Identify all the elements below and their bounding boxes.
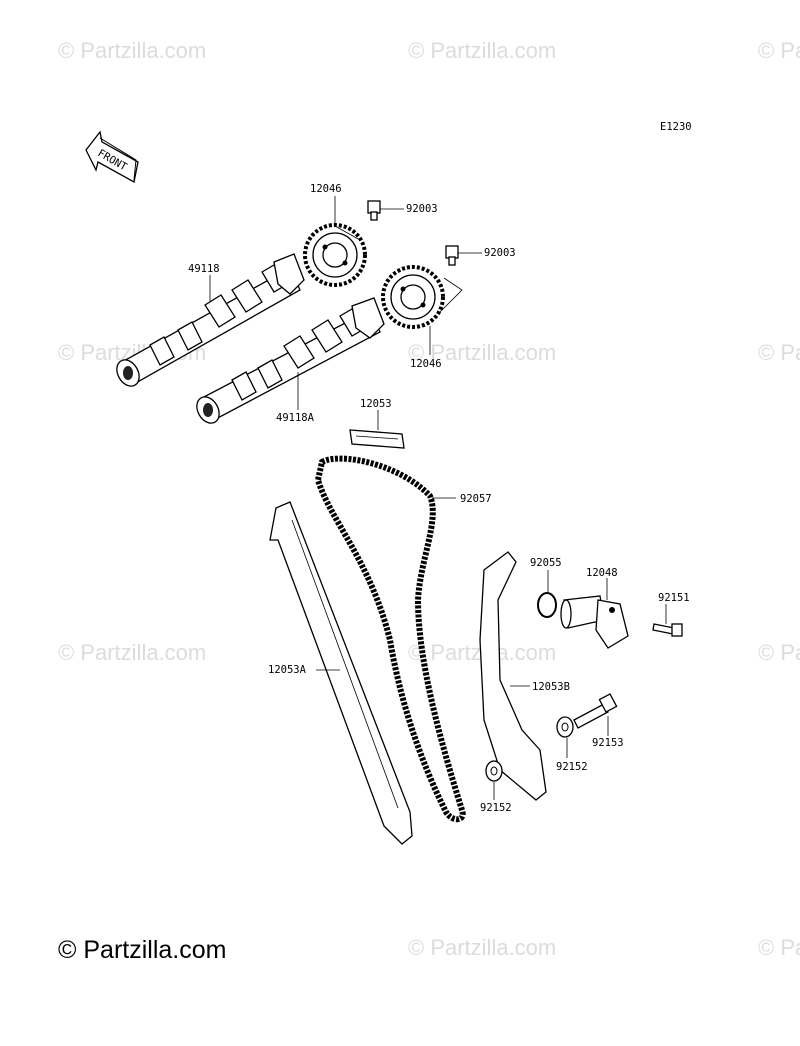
label-49118a: 49118A xyxy=(276,412,315,424)
watermark: © Partzilla.com xyxy=(58,640,206,665)
collar-lower xyxy=(485,760,503,782)
front-arrow-icon: FRONT xyxy=(85,130,139,184)
o-ring xyxy=(537,592,557,618)
label-92055: 92055 xyxy=(530,557,562,569)
bolt-lower-icon xyxy=(445,245,459,266)
chain-guide-rear xyxy=(479,551,547,801)
cam-chain xyxy=(314,455,466,823)
watermark: © Partzilla.com xyxy=(408,38,556,63)
label-92151: 92151 xyxy=(658,592,690,604)
sprocket-upper xyxy=(303,223,367,287)
label-92152-lower: 92152 xyxy=(480,802,512,814)
pivot-bolt-icon xyxy=(573,693,618,729)
label-49118: 49118 xyxy=(188,263,220,275)
label-12046-upper: 12046 xyxy=(310,183,342,195)
chain-guide-front xyxy=(269,501,413,845)
label-12046-lower: 12046 xyxy=(410,358,442,370)
sprocket-lower xyxy=(381,265,445,329)
chain-guide-top xyxy=(349,429,405,449)
watermark: © Partzilla.com xyxy=(58,38,206,63)
label-12053a: 12053A xyxy=(268,664,307,676)
label-12053b: 12053B xyxy=(532,681,570,693)
watermark: © Partzilla.com xyxy=(758,340,800,365)
watermarks: © Partzilla.com © Partzilla.com © Partzi… xyxy=(58,38,800,960)
collar-upper xyxy=(556,716,574,738)
watermark: © Partzilla.com xyxy=(408,340,556,365)
watermark: © Partzilla.com xyxy=(758,640,800,665)
leader-lines xyxy=(209,196,667,800)
watermark: © Partzilla.com xyxy=(758,935,800,960)
part-labels: 12046 92003 92003 49118 12046 49118A 120… xyxy=(188,183,690,814)
label-92057: 92057 xyxy=(460,493,492,505)
watermark: © Partzilla.com xyxy=(758,38,800,63)
label-92152-upper: 92152 xyxy=(556,761,588,773)
camshaft-intake xyxy=(116,253,305,387)
camshaft-exhaust xyxy=(196,297,385,424)
tensioner xyxy=(560,595,629,649)
copyright-brand: © Partzilla.com xyxy=(58,936,227,964)
label-12048: 12048 xyxy=(586,567,618,579)
label-12053: 12053 xyxy=(360,398,392,410)
bolt-upper-icon xyxy=(367,200,381,221)
tensioner-bolt-icon xyxy=(652,623,683,637)
label-92003-upper: 92003 xyxy=(406,203,438,215)
label-92153: 92153 xyxy=(592,737,624,749)
label-92003-lower: 92003 xyxy=(484,247,516,259)
diagram-code: E1230 xyxy=(660,121,692,133)
watermark: © Partzilla.com xyxy=(408,935,556,960)
